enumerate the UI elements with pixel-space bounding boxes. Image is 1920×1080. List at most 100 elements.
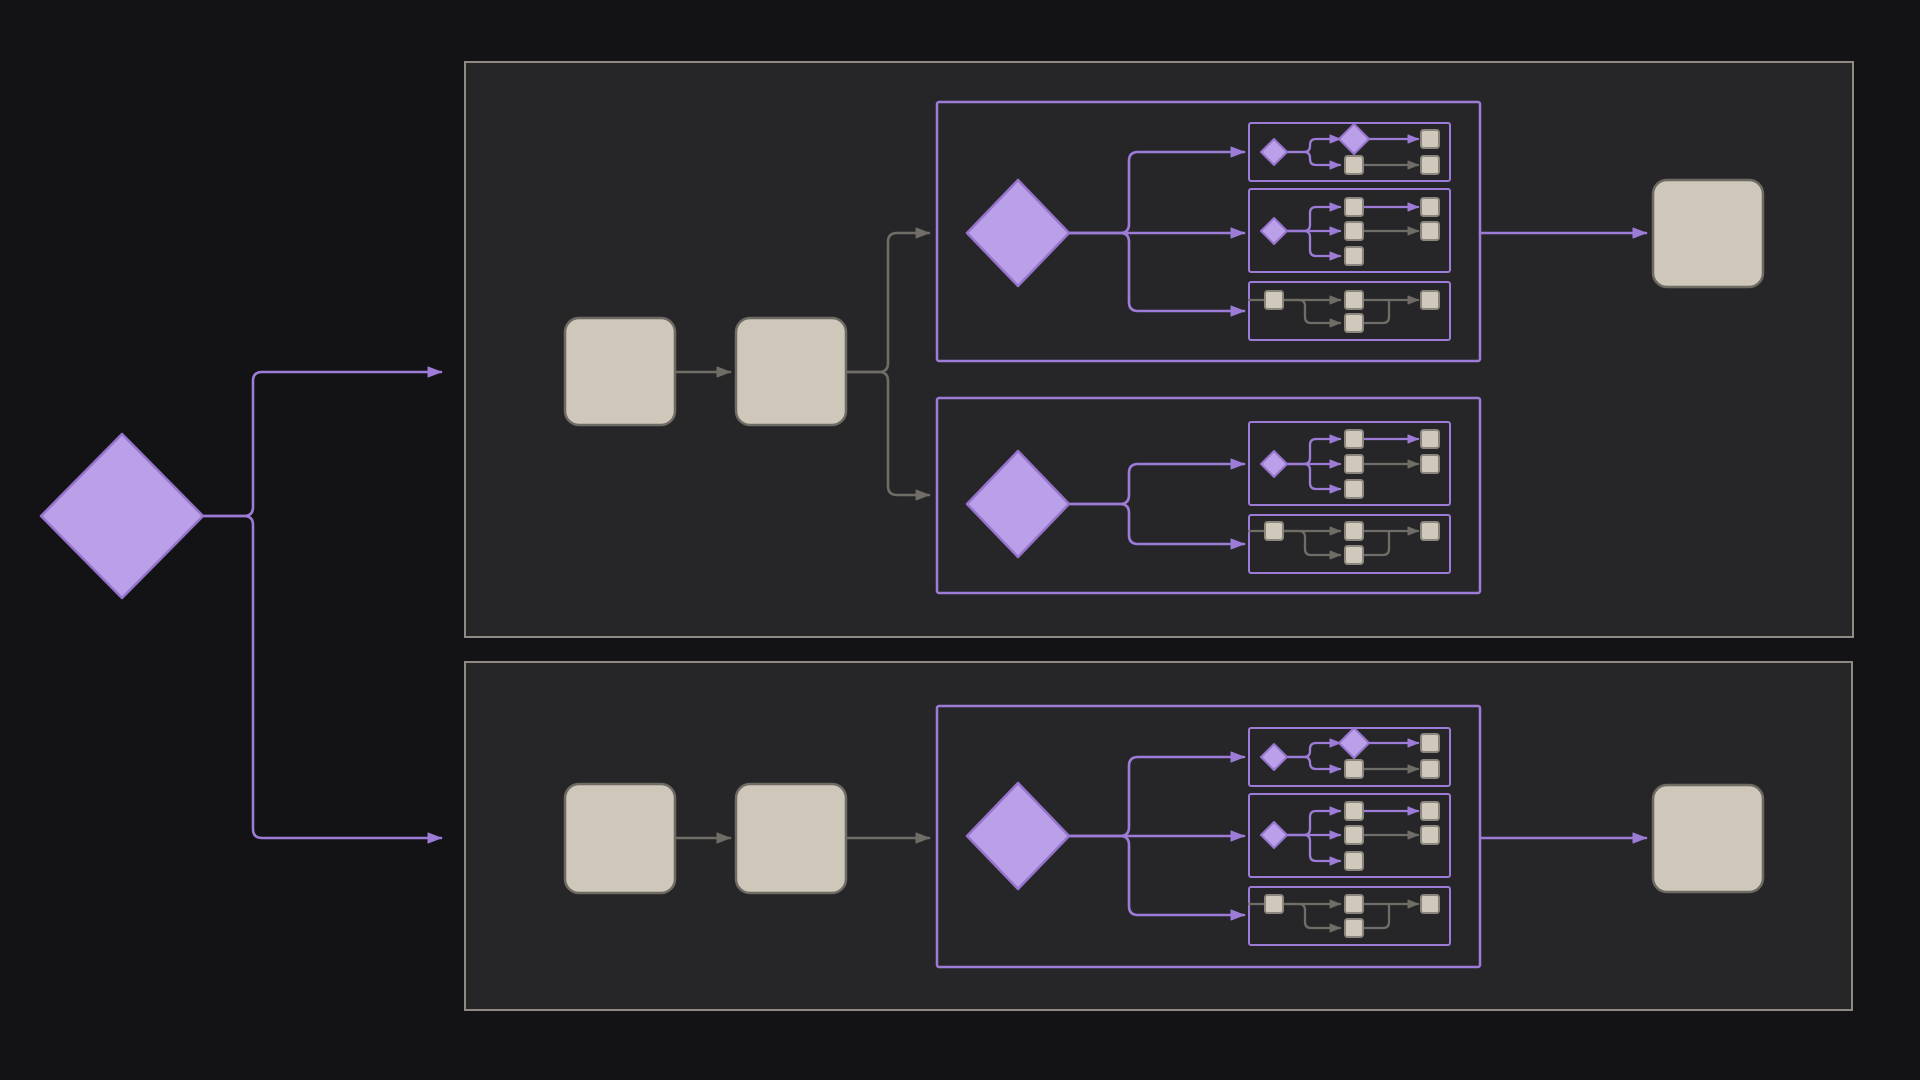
s1r2-arrow-p-arrowhead-icon: [1407, 202, 1419, 212]
bottom-row2-square-2[interactable]: [1344, 825, 1364, 845]
top-sub1-row1-square-2[interactable]: [1420, 129, 1440, 149]
s1r1-fork-down: [1285, 150, 1342, 167]
process-box-top-1[interactable]: [563, 316, 677, 427]
shapes-layer: [39, 123, 1765, 938]
bottom-sub-row-2[interactable]: [1248, 793, 1451, 878]
bottom-sub-row-3[interactable]: [1248, 886, 1451, 946]
br2-arrow-p-arrowhead-icon: [1407, 806, 1419, 816]
s1r2-fork-up-arrowhead-icon: [1329, 202, 1341, 212]
s1r2-fork-down-arrowhead-icon: [1329, 251, 1341, 261]
top-sub2-row1-mini-diamond[interactable]: [1260, 450, 1288, 478]
edge-sub2-diamond-row2-arrowhead-icon: [1230, 538, 1245, 550]
bottom-row3-square-2[interactable]: [1344, 894, 1364, 914]
process-box-bottom-2[interactable]: [734, 782, 848, 895]
top-sub1-row3-square-2[interactable]: [1344, 290, 1364, 310]
s1r1-fork-up-arrowhead-icon: [1329, 134, 1341, 144]
top-sub2-diamond[interactable]: [965, 449, 1071, 559]
containers-layer: [464, 61, 1854, 1011]
top-sub1-row2-square-4[interactable]: [1420, 197, 1440, 217]
top-sub2-row1-square-4[interactable]: [1420, 429, 1440, 449]
s2r1-fork-down-arrowhead-icon: [1329, 484, 1341, 494]
s2r2-merge-up: [1362, 530, 1391, 557]
bottom-row2-square-4[interactable]: [1420, 801, 1440, 821]
top-subcontainer-2[interactable]: [935, 396, 1482, 595]
output-box-bottom[interactable]: [1651, 783, 1765, 894]
s2r1-fork-mid-arrowhead-icon: [1329, 459, 1341, 469]
bottom-row3-square-3[interactable]: [1344, 918, 1364, 938]
br1-sq-to-sq-arrowhead-icon: [1407, 764, 1419, 774]
top-sub1-row2-square-5[interactable]: [1420, 221, 1440, 241]
top-sub1-row-2[interactable]: [1248, 188, 1451, 273]
bottom-row3-square-4[interactable]: [1420, 894, 1440, 914]
s1r1-fork-down-arrowhead-icon: [1329, 160, 1341, 170]
edge-top-sub1-output-arrowhead-icon: [1632, 227, 1647, 239]
top-sub1-row-1[interactable]: [1248, 122, 1451, 182]
s1r2-arrow-g-arrowhead-icon: [1407, 226, 1419, 236]
top-sub1-row2-square-1[interactable]: [1344, 197, 1364, 217]
br2-fork-up-arrowhead-icon: [1329, 806, 1341, 816]
edge-root-to-top-container: [201, 370, 443, 518]
top-sub2-row2-square-1[interactable]: [1264, 521, 1284, 541]
top-sub2-row-1[interactable]: [1248, 421, 1451, 506]
bottom-row2-square-5[interactable]: [1420, 825, 1440, 845]
process-box-top-2[interactable]: [734, 316, 848, 427]
top-sub1-row2-square-3[interactable]: [1344, 246, 1364, 266]
root-decision-diamond[interactable]: [39, 432, 205, 600]
edge-sub1-diamond-row3-arrowhead-icon: [1230, 305, 1245, 317]
s1r1-d2-to-sq-arrowhead-icon: [1407, 134, 1419, 144]
top-subcontainer-1[interactable]: [935, 100, 1482, 363]
edges-layer: [201, 134, 1648, 933]
s2r1-fork-up-arrowhead-icon: [1329, 434, 1341, 444]
top-sub2-row1-square-2[interactable]: [1344, 454, 1364, 474]
process-box-bottom-1[interactable]: [563, 782, 677, 895]
s2r2-straight-arrowhead-icon: [1329, 526, 1341, 536]
bottom-row1-square-2[interactable]: [1420, 733, 1440, 753]
top-sub2-row1-square-1[interactable]: [1344, 429, 1364, 449]
edge-sub1-diamond-row2-arrowhead-icon: [1230, 227, 1245, 239]
top-sub2-row1-square-3[interactable]: [1344, 479, 1364, 499]
s1r2-fork-down: [1285, 229, 1342, 258]
edge-bottom-box1-box2-arrowhead-icon: [716, 832, 731, 844]
bottom-row1-mini-diamond-b[interactable]: [1338, 727, 1370, 759]
bottom-sub-diamond[interactable]: [965, 781, 1071, 891]
s1r3-to-end-arrowhead-icon: [1407, 295, 1419, 305]
bottom-row1-square-3[interactable]: [1420, 759, 1440, 779]
bottom-row3-square-1[interactable]: [1264, 894, 1284, 914]
top-sub2-row2-square-4[interactable]: [1420, 521, 1440, 541]
edge-root-to-top-container-arrowhead-icon: [427, 366, 442, 378]
s1r3-straight-arrowhead-icon: [1329, 295, 1341, 305]
top-sub1-row3-square-1[interactable]: [1264, 290, 1284, 310]
edge-top-box2-fork-up-arrowhead-icon: [915, 227, 930, 239]
bottom-row2-square-3[interactable]: [1344, 851, 1364, 871]
top-sub1-row-3[interactable]: [1248, 281, 1451, 341]
top-sub1-row3-square-4[interactable]: [1420, 290, 1440, 310]
top-sub1-row1-square-1[interactable]: [1344, 155, 1364, 175]
s2r1-fork-down: [1285, 462, 1342, 491]
top-sub1-row1-mini-diamond-b[interactable]: [1338, 123, 1370, 155]
top-sub2-row-2[interactable]: [1248, 514, 1451, 574]
top-sub1-row3-square-3[interactable]: [1344, 313, 1364, 333]
top-sub1-row2-square-2[interactable]: [1344, 221, 1364, 241]
s1r3-merge-up: [1362, 299, 1391, 325]
bottom-row1-mini-diamond-a[interactable]: [1260, 743, 1288, 771]
top-sub2-row2-square-2[interactable]: [1344, 521, 1364, 541]
bottom-row2-square-1[interactable]: [1344, 801, 1364, 821]
edge-top-box1-box2-arrowhead-icon: [716, 366, 731, 378]
bottom-sub-row-1[interactable]: [1248, 727, 1451, 787]
top-sub1-row1-mini-diamond-a[interactable]: [1260, 138, 1288, 166]
edge-sub2-diamond-row1-arrowhead-icon: [1230, 458, 1245, 470]
top-sub2-row2-square-3[interactable]: [1344, 545, 1364, 565]
top-sub1-row1-square-3[interactable]: [1420, 155, 1440, 175]
top-container[interactable]: [464, 61, 1854, 638]
br2-fork-mid-arrowhead-icon: [1329, 830, 1341, 840]
s2r1-arrow-g-arrowhead-icon: [1407, 459, 1419, 469]
bottom-row2-mini-diamond[interactable]: [1260, 821, 1288, 849]
top-sub1-row2-mini-diamond[interactable]: [1260, 217, 1288, 245]
br3-straight-arrowhead-icon: [1329, 899, 1341, 909]
bottom-row1-square-1[interactable]: [1344, 759, 1364, 779]
bottom-subcontainer[interactable]: [935, 704, 1482, 969]
top-sub2-row1-square-5[interactable]: [1420, 454, 1440, 474]
output-box-top[interactable]: [1651, 178, 1765, 289]
top-sub1-diamond[interactable]: [965, 178, 1071, 288]
